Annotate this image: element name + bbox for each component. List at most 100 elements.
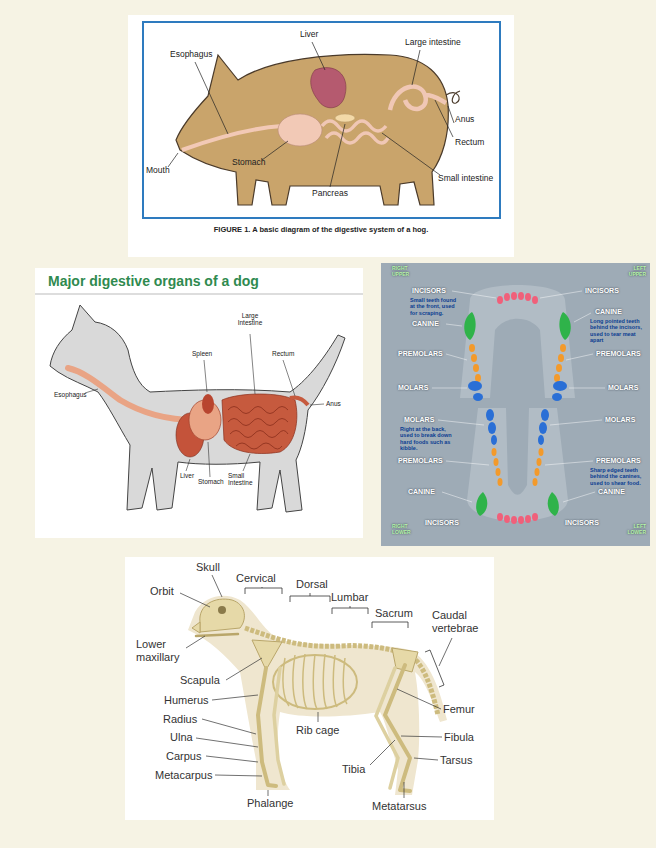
- bone-label: Skull: [196, 561, 220, 574]
- tooth-label: CANINE: [412, 320, 439, 328]
- leader-lines: [312, 42, 325, 70]
- organ-label: Stomach: [198, 478, 224, 485]
- leader-lines: [180, 593, 210, 607]
- leader-lines: [262, 141, 288, 160]
- bone-label: Caudal vertebrae: [432, 609, 488, 634]
- tooth-label: MOLARS: [398, 384, 428, 392]
- organ-label: Anus: [326, 400, 341, 407]
- leader-lines: [268, 790, 269, 796]
- canine-teeth: [559, 312, 570, 340]
- molar-teeth: [552, 393, 562, 401]
- guide-lines: [438, 420, 484, 425]
- hog-body: [176, 54, 448, 205]
- premolar-teeth: [498, 478, 503, 486]
- incisor-teeth: [511, 516, 517, 524]
- leader-lines: [397, 689, 441, 709]
- bone-label: Humerus: [164, 694, 209, 707]
- bone-label: Tarsus: [440, 754, 472, 767]
- guide-lines: [569, 388, 605, 389]
- part-label: Mouth: [146, 166, 170, 176]
- premolar-teeth: [556, 364, 562, 372]
- bone-label: Fibula: [444, 731, 474, 744]
- part-label: Pancreas: [312, 189, 348, 199]
- tooth-label: MOLARS: [605, 416, 635, 424]
- leader-lines: [168, 153, 178, 167]
- part-label: Esophagus: [170, 50, 213, 60]
- tooth-label: INCISORS: [585, 287, 619, 295]
- tooth-label: INCISORS: [425, 519, 459, 527]
- dog-body: [50, 305, 345, 512]
- orbit: [218, 606, 226, 614]
- premolar-teeth: [473, 364, 479, 372]
- molar-teeth: [468, 381, 482, 391]
- ribs: [283, 654, 347, 709]
- guide-lines: [566, 354, 593, 360]
- pancreas: [335, 114, 355, 122]
- title-rule: [35, 294, 363, 295]
- panel-title: Major digestive organs of a dog: [48, 273, 259, 289]
- molar-teeth: [538, 435, 544, 445]
- leader-lines: [330, 124, 345, 187]
- guide-lines: [574, 313, 591, 322]
- leader-lines: [212, 575, 222, 597]
- leader-lines: [186, 459, 190, 471]
- premolar-teeth: [494, 458, 499, 466]
- premolar-teeth: [475, 374, 481, 382]
- leader-lines: [202, 719, 256, 734]
- tooth-note: Small teeth found at the front, used for…: [410, 297, 460, 316]
- part-label: Rectum: [455, 138, 484, 148]
- leader-lines: [212, 695, 258, 700]
- tooth-label: INCISORS: [565, 519, 599, 527]
- corner-label: LEFT LOWER: [620, 524, 646, 536]
- part-label: Large intestine: [405, 38, 461, 48]
- front-leg: [258, 668, 276, 786]
- leader-lines: [215, 775, 262, 776]
- canine-teeth: [548, 492, 559, 516]
- molar-teeth: [486, 409, 494, 421]
- guide-lines: [563, 492, 595, 502]
- molar-teeth: [553, 381, 567, 391]
- bone-label: Femur: [443, 703, 475, 716]
- intestine-coils: [228, 407, 288, 450]
- premolar-teeth: [560, 344, 566, 352]
- leader-lines: [382, 133, 440, 175]
- leader-lines: [412, 50, 420, 85]
- part-label: Small intestine: [438, 174, 493, 184]
- large-intestine: [390, 87, 446, 110]
- tooth-note: Long pointed teeth behind the incisors, …: [590, 318, 645, 343]
- corner-label: LEFT UPPER: [620, 266, 646, 278]
- premolar-teeth: [535, 468, 540, 476]
- leader-lines: [186, 636, 205, 648]
- premolar-teeth: [471, 354, 477, 362]
- molar-teeth: [488, 422, 496, 434]
- leader-lines: [226, 658, 262, 680]
- tooth-note: Sharp edged teeth behind the canines, us…: [590, 467, 645, 486]
- canine-teeth: [464, 312, 475, 340]
- canine-teeth: [464, 312, 571, 516]
- canine-teeth: [476, 492, 487, 516]
- molar-teeth: [541, 409, 549, 421]
- incisor-teeth: [504, 515, 510, 523]
- organ-label: Esophagus: [54, 391, 87, 398]
- brackets: [372, 622, 408, 628]
- leader-lines: [370, 740, 395, 765]
- bone-label: Rib cage: [296, 724, 339, 737]
- guide-lines: [442, 492, 472, 502]
- leader-lines: [404, 782, 405, 798]
- bone-label: Radius: [163, 713, 197, 726]
- molar-teeth: [468, 381, 567, 445]
- lower-jaw: [196, 634, 238, 636]
- organ-label: Small Intestine: [228, 472, 262, 487]
- tooth-label: INCISORS: [412, 287, 446, 295]
- leader-lines: [168, 42, 454, 187]
- premolar-teeth: [496, 468, 501, 476]
- incisor-teeth: [497, 296, 503, 304]
- incisor-teeth: [511, 292, 517, 300]
- incisor-teeth: [525, 293, 531, 301]
- brackets: [425, 650, 444, 687]
- panel-ground: [125, 557, 494, 820]
- panel-ground: [35, 268, 363, 538]
- guide-lines: [540, 291, 582, 298]
